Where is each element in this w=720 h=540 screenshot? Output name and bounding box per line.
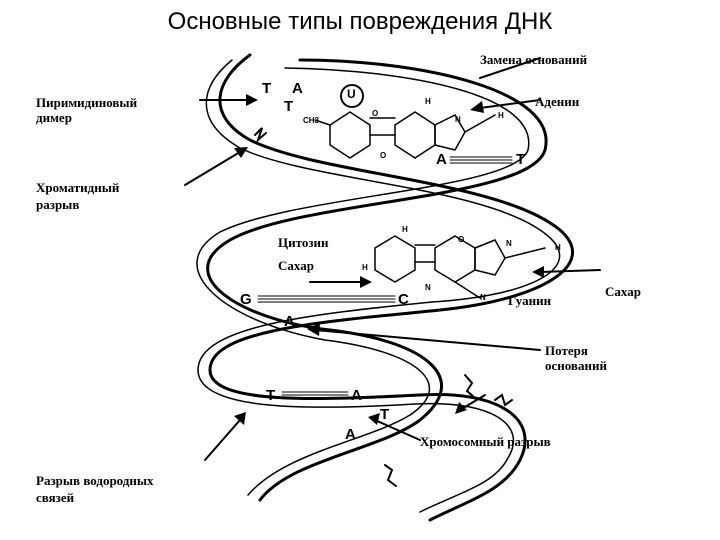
atom-n-3: N <box>425 283 431 292</box>
base-t-pair: T <box>516 151 526 168</box>
arrow-heads <box>234 94 544 425</box>
label-pyrimidine-dimer-1: Пиримидиновый <box>36 95 138 110</box>
base-a-pair: A <box>436 151 447 168</box>
base-t-1: T <box>262 80 272 97</box>
base-t-low: T <box>266 387 276 404</box>
base-a-1: A <box>292 80 303 97</box>
label-hbond-break-1: Разрыв водородных <box>36 473 154 488</box>
label-guanine: Гуанин <box>508 293 552 308</box>
label-base-substitution: Замена оснований <box>480 52 588 67</box>
atom-h-2: H <box>498 111 504 120</box>
base-t-2: T <box>284 98 294 115</box>
cytosine-guanine-structure <box>374 235 546 299</box>
backbone-strand-front <box>206 58 548 502</box>
atom-o-3: O <box>458 235 464 244</box>
base-a-lost: A <box>284 313 295 330</box>
backbone-strand-front-inner <box>196 67 530 496</box>
label-chromatid-break-1: Хроматидный <box>36 180 120 195</box>
base-pair-hatching <box>257 156 513 399</box>
strand-breaks <box>254 127 513 487</box>
base-t-low-2: T <box>380 406 390 423</box>
label-sugar-left: Сахар <box>278 258 314 273</box>
atom-o-2: O <box>380 151 386 160</box>
label-base-loss-1: Потеря <box>545 343 588 358</box>
page-title: Основные типы повреждения ДНК <box>167 8 553 35</box>
atom-h-4: H <box>555 243 561 252</box>
base-a-bottom: A <box>345 426 356 443</box>
atom-n: N <box>455 115 461 124</box>
label-chromatid-break-2: разрыв <box>36 197 80 212</box>
atom-o: O <box>372 109 378 118</box>
label-sugar-right: Сахар <box>605 284 641 299</box>
base-u: U <box>347 87 356 101</box>
atom-ch3: CH3 <box>303 116 320 125</box>
base-g: G <box>240 291 252 308</box>
backbone-strand-back <box>208 53 574 522</box>
atom-h-3: H <box>402 225 408 234</box>
atom-labels: CH3 O H N H O H O N H H N N <box>303 97 561 302</box>
label-chromosome-break: Хромосомный разрыв <box>420 434 551 449</box>
backbone-strand-back-inner <box>197 59 561 513</box>
atom-n-2: N <box>506 239 512 248</box>
label-hbond-break-2: связей <box>36 490 75 505</box>
label-adenine: Аденин <box>535 94 580 109</box>
label-base-loss-2: оснований <box>545 358 607 373</box>
atom-n-4: N <box>480 293 486 302</box>
label-cytosine: Цитозин <box>278 235 329 250</box>
annotation-arrows <box>184 57 601 461</box>
base-c: C <box>398 291 409 308</box>
adenine-thymine-structure <box>314 111 496 159</box>
uracil-circle <box>340 84 364 108</box>
atom-h-5: H <box>362 263 368 272</box>
label-pyrimidine-dimer-2: димер <box>36 110 72 125</box>
base-a-low: A <box>351 387 362 404</box>
atom-h: H <box>425 97 431 106</box>
